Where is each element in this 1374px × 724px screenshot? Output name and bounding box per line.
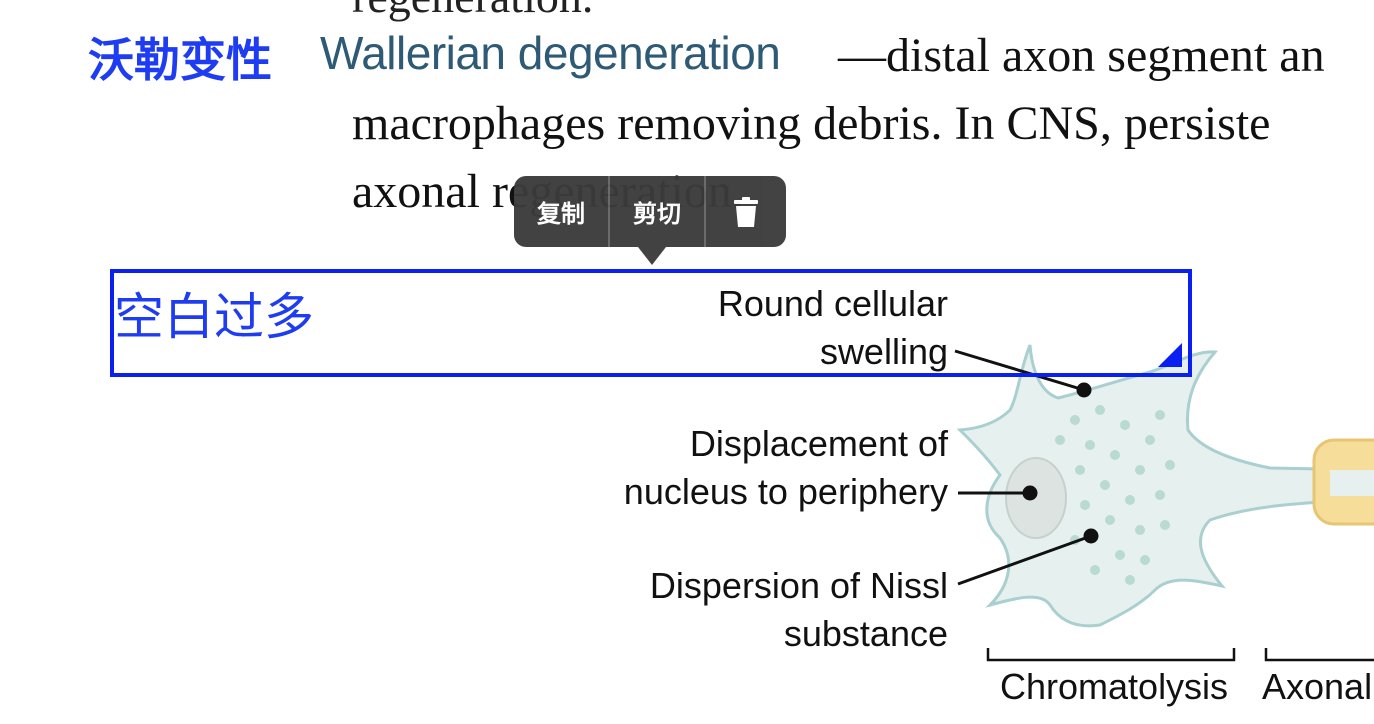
term-heading: Wallerian degeneration [320, 27, 781, 79]
label-displacement-of-nucleus: Displacement of nucleus to periphery [610, 420, 948, 516]
annotation-box-label: 空白过多 [114, 288, 314, 346]
label-chromatolysis: Chromatolysis [1000, 666, 1229, 707]
paragraph-line-1: —distal axon segment an [838, 29, 1325, 82]
label-dispersion-of-nissl: Dispersion of Nissl substance [640, 562, 948, 658]
label-axonal: Axonal [1262, 666, 1373, 707]
brackets [986, 648, 1374, 662]
term-translation-annotation: 沃勒变性 [88, 33, 272, 87]
neuron-cell-body [956, 344, 1374, 628]
label-line: Displacement of [689, 423, 948, 464]
annotation-box[interactable]: 空白过多 [110, 269, 1192, 377]
delete-button[interactable] [706, 176, 786, 247]
nucleus [1005, 457, 1067, 539]
label-round-cellular-swelling: Round cellular swelling [700, 280, 948, 376]
pointer-lines [954, 349, 1099, 586]
copy-button[interactable]: 复制 [514, 176, 610, 247]
cut-button[interactable]: 剪切 [610, 176, 706, 247]
cut-off-top-line: regeneration. [352, 0, 593, 23]
context-popup-menu: 复制 剪切 [514, 176, 786, 265]
axon-segment [1330, 470, 1374, 496]
label-line: swelling [819, 331, 948, 372]
label-line: Round cellular [717, 283, 948, 324]
label-line: Dispersion of Nissl [649, 565, 948, 606]
label-line: substance [783, 613, 948, 654]
nissl-dots [1055, 405, 1175, 585]
trash-icon [734, 196, 758, 227]
paragraph-line-2: macrophages removing debris. In CNS, per… [352, 97, 1271, 150]
resize-handle[interactable] [1158, 343, 1182, 367]
label-line: nucleus to periphery [623, 471, 948, 512]
